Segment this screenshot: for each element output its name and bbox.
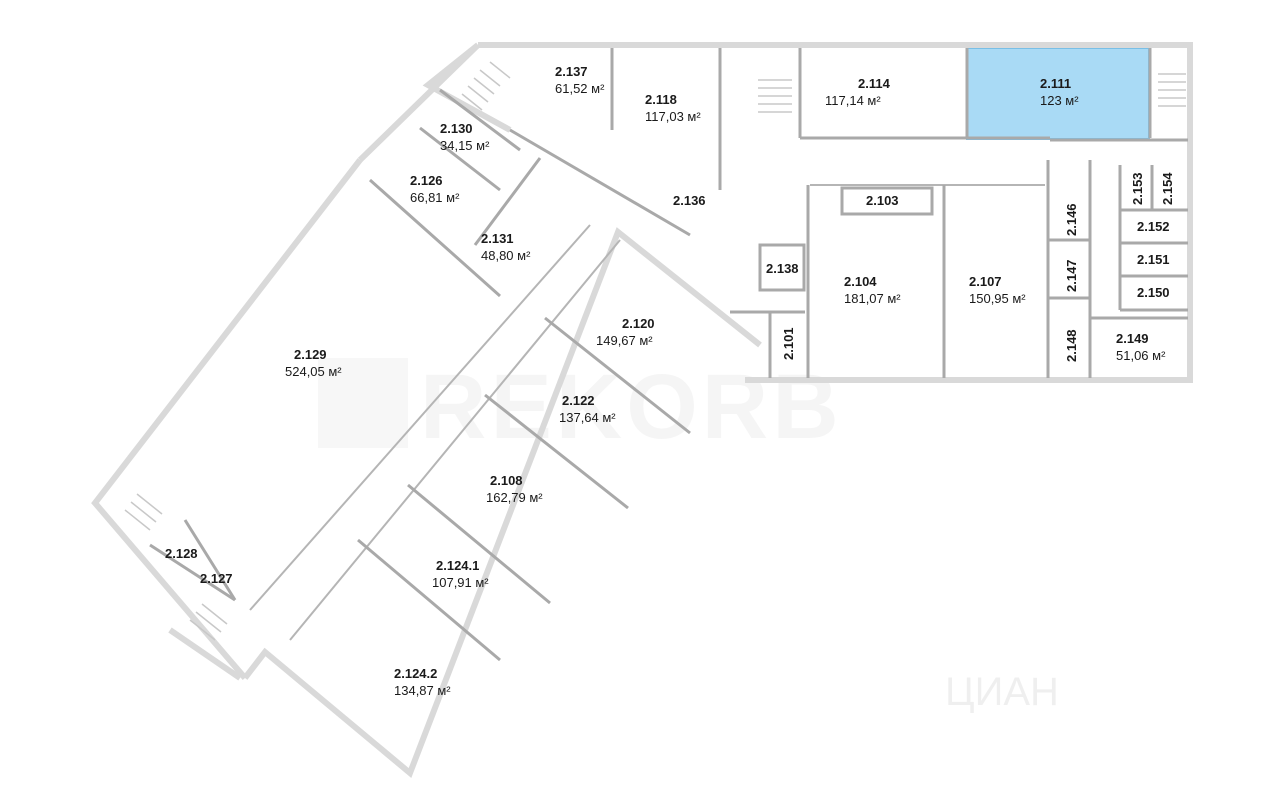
room-2-151-label[interactable]: 2.151 — [1137, 252, 1170, 267]
room-id: 2.150 — [1137, 285, 1170, 300]
room-area: 150,95 м² — [969, 291, 1026, 306]
room-2-124-2-label[interactable]: 2.124.2 134,87 м² — [394, 666, 451, 698]
room-area: 61,52 м² — [555, 81, 605, 96]
room-id: 2.129 — [294, 347, 327, 362]
room-area: 48,80 м² — [481, 248, 531, 263]
stairs — [124, 61, 1186, 641]
room-area: 134,87 м² — [394, 683, 451, 698]
room-area: 117,03 м² — [645, 109, 701, 124]
room-id: 2.136 — [673, 193, 706, 208]
room-2-131-label[interactable]: 2.131 48,80 м² — [481, 231, 531, 263]
room-2-107-label[interactable]: 2.107 150,95 м² — [969, 274, 1026, 306]
vertical-room-labels: 2.153 2.154 2.146 2.147 2.148 2.101 — [781, 172, 1175, 362]
room-area: 66,81 м² — [410, 190, 460, 205]
room-2-130-label[interactable]: 2.130 34,15 м² — [440, 121, 490, 153]
room-id: 2.111 — [1040, 76, 1071, 91]
room-id: 2.124.1 — [436, 558, 479, 573]
stair-top-right — [1158, 73, 1186, 107]
room-2-149-label[interactable]: 2.149 51,06 м² — [1116, 331, 1166, 363]
room-id: 2.108 — [490, 473, 523, 488]
room-id: 2.128 — [165, 546, 198, 561]
room-2-103-label[interactable]: 2.103 — [866, 193, 899, 208]
room-2-124-1-label[interactable]: 2.124.1 107,91 м² — [432, 558, 489, 590]
room-2-153-label[interactable]: 2.153 — [1130, 172, 1145, 205]
room-id: 2.107 — [969, 274, 1002, 289]
room-area: 51,06 м² — [1116, 348, 1166, 363]
room-2-146-label[interactable]: 2.146 — [1064, 203, 1079, 236]
room-id: 2.152 — [1137, 219, 1170, 234]
room-area: 107,91 м² — [432, 575, 489, 590]
room-id: 2.122 — [562, 393, 595, 408]
outer-walls — [91, 42, 1193, 778]
room-id: 2.120 — [622, 316, 655, 331]
room-2-126-label[interactable]: 2.126 66,81 м² — [410, 173, 460, 205]
room-id: 2.130 — [440, 121, 473, 136]
room-id: 2.127 — [200, 571, 233, 586]
room-2-111-highlight[interactable] — [966, 47, 1150, 140]
cian-watermark: ЦИАН — [945, 670, 1059, 714]
room-2-150-label[interactable]: 2.150 — [1137, 285, 1170, 300]
stair-top-mid — [758, 79, 792, 113]
room-2-152-label[interactable]: 2.152 — [1137, 219, 1170, 234]
room-area: 123 м² — [1040, 93, 1079, 108]
room-2-122-label[interactable]: 2.122 137,64 м² — [559, 393, 616, 425]
room-area: 117,14 м² — [825, 93, 881, 108]
stair-top-left — [461, 61, 511, 111]
room-id: 2.104 — [844, 274, 877, 289]
room-id: 2.138 — [766, 261, 799, 276]
interior-walls — [149, 48, 1188, 662]
room-2-128-label[interactable]: 2.128 — [165, 546, 198, 561]
room-id: 2.103 — [866, 193, 899, 208]
room-area: 181,07 м² — [844, 291, 901, 306]
room-2-127-label[interactable]: 2.127 — [200, 571, 233, 586]
room-2-129-label[interactable]: 2.129 524,05 м² — [285, 347, 342, 379]
room-area: 137,64 м² — [559, 410, 616, 425]
room-2-154-label[interactable]: 2.154 — [1160, 172, 1175, 205]
room-area: 524,05 м² — [285, 364, 342, 379]
room-2-147-label[interactable]: 2.147 — [1064, 259, 1079, 292]
room-area: 149,67 м² — [596, 333, 653, 348]
room-area: 162,79 м² — [486, 490, 543, 505]
room-id: 2.131 — [481, 231, 514, 246]
room-2-148-label[interactable]: 2.148 — [1064, 329, 1079, 362]
stair-bottom-left — [124, 493, 228, 641]
room-id: 2.118 — [645, 92, 677, 107]
room-id: 2.149 — [1116, 331, 1149, 346]
room-id: 2.114 — [858, 76, 891, 91]
room-2-101-label[interactable]: 2.101 — [781, 327, 796, 360]
room-id: 2.124.2 — [394, 666, 437, 681]
room-id: 2.137 — [555, 64, 588, 79]
room-2-137-label[interactable]: 2.137 61,52 м² — [555, 64, 605, 96]
room-2-104-label[interactable]: 2.104 181,07 м² — [844, 274, 901, 306]
room-2-138-label[interactable]: 2.138 — [766, 261, 799, 276]
room-2-108-label[interactable]: 2.108 162,79 м² — [486, 473, 543, 505]
room-id: 2.126 — [410, 173, 443, 188]
room-2-120-label[interactable]: 2.120 149,67 м² — [596, 316, 655, 348]
room-2-114-label[interactable]: 2.114 117,14 м² — [825, 76, 891, 108]
room-2-111-label[interactable]: 2.111 123 м² — [1040, 76, 1079, 108]
watermark-site-text: ЦИАН — [945, 670, 1059, 714]
room-labels: 2.137 61,52 м² 2.118 117,03 м² 2.114 117,14… — [165, 64, 1170, 698]
room-area: 34,15 м² — [440, 138, 490, 153]
room-2-118-label[interactable]: 2.118 117,03 м² — [645, 92, 701, 124]
room-2-136-label[interactable]: 2.136 — [673, 193, 706, 208]
room-id: 2.151 — [1137, 252, 1170, 267]
